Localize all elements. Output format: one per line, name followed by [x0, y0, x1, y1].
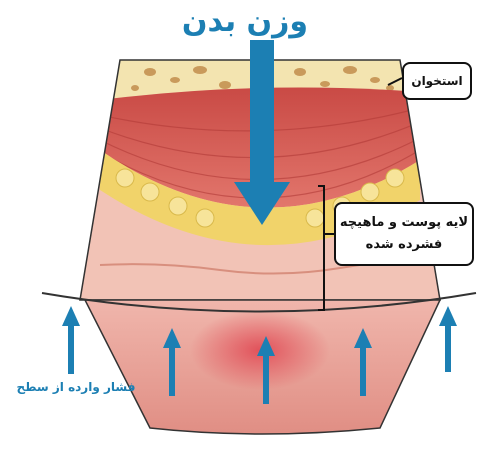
compressed-layer-label-line2: فشرده شده: [336, 234, 472, 256]
up-arrow-icon: [439, 306, 457, 372]
surface-pressure-label: فشار وارده از سطح: [6, 380, 146, 394]
compressed-layer-label-line1: لایه پوست و ماهیچه: [336, 212, 472, 234]
compressed-layer-callout: لایه پوست و ماهیچه فشرده شده: [334, 202, 474, 266]
bone-callout: استخوان: [402, 62, 472, 100]
bone-label: استخوان: [411, 74, 462, 88]
up-arrow-icon: [62, 306, 80, 374]
page-title: وزن بدن: [0, 0, 490, 44]
